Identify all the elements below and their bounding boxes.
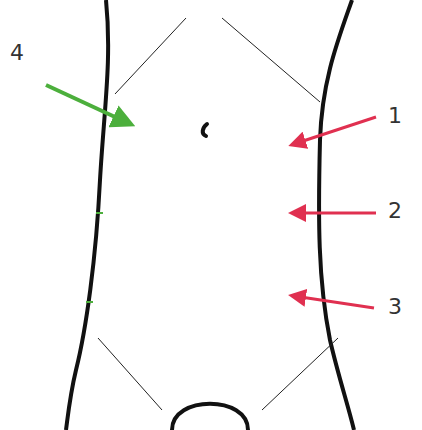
left-body-outline <box>66 0 108 430</box>
groin-line <box>262 338 338 410</box>
tick-mark <box>86 301 93 303</box>
callout-number: 3 <box>388 296 402 318</box>
groin-line <box>98 338 162 410</box>
navel <box>203 124 207 136</box>
green-arrow <box>46 85 128 123</box>
callout-number: 2 <box>388 200 402 222</box>
red-arrow <box>294 212 376 215</box>
red-arrow <box>294 296 374 308</box>
tick-mark <box>96 212 103 214</box>
rib-line <box>115 18 186 94</box>
pubic-arc <box>172 404 248 430</box>
red-arrow <box>294 117 376 144</box>
callout-number: 1 <box>388 105 402 127</box>
callout-number: 4 <box>10 42 24 64</box>
right-body-outline <box>319 0 354 430</box>
rib-line <box>222 18 320 102</box>
